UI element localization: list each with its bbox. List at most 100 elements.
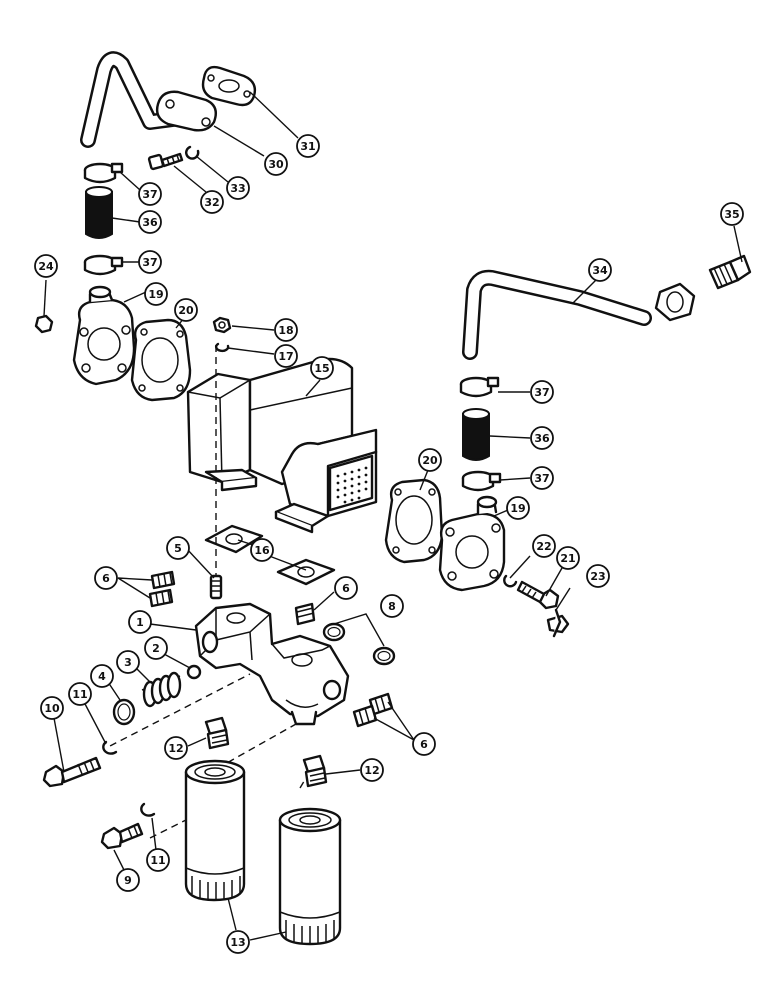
callout-8[interactable]: 8 bbox=[380, 594, 404, 618]
callout-4[interactable]: 4 bbox=[90, 664, 114, 688]
callout-19-left[interactable]: 19 bbox=[144, 282, 168, 306]
end-cover-right bbox=[438, 495, 506, 592]
callout-6-upper-left[interactable]: 6 bbox=[94, 566, 118, 590]
svg-text:11: 11 bbox=[72, 688, 87, 701]
svg-text:2: 2 bbox=[152, 642, 160, 655]
svg-text:30: 30 bbox=[268, 158, 284, 171]
callout-31[interactable]: 31 bbox=[296, 134, 320, 158]
svg-text:20: 20 bbox=[178, 304, 194, 317]
callout-19-right[interactable]: 19 bbox=[506, 496, 530, 520]
callout-21[interactable]: 21 bbox=[556, 546, 580, 570]
callout-37-upper-left[interactable]: 37 bbox=[138, 182, 162, 206]
callout-6-upper-right[interactable]: 6 bbox=[334, 576, 358, 600]
flange-gasket bbox=[201, 65, 257, 107]
callout-35[interactable]: 35 bbox=[720, 202, 744, 226]
cooler-base-gasket-right bbox=[276, 558, 336, 586]
svg-text:17: 17 bbox=[278, 350, 293, 363]
stud-washer bbox=[215, 342, 230, 353]
hose-clamp-lower-right bbox=[461, 470, 502, 492]
callout-3[interactable]: 3 bbox=[116, 650, 140, 674]
callout-37-lower-right[interactable]: 37 bbox=[530, 466, 554, 490]
pipe-plug-upper-left-a bbox=[150, 570, 176, 590]
svg-text:24: 24 bbox=[38, 260, 54, 273]
callout-22[interactable]: 22 bbox=[532, 534, 556, 558]
hose-clamp-upper-left bbox=[83, 162, 124, 184]
callout-5[interactable]: 5 bbox=[166, 536, 190, 560]
o-ring-upper bbox=[322, 622, 346, 642]
callout-36-left[interactable]: 36 bbox=[138, 210, 162, 234]
callout-18[interactable]: 18 bbox=[274, 318, 298, 342]
svg-text:37: 37 bbox=[142, 256, 157, 269]
pipe-plug-lower-b bbox=[352, 704, 378, 728]
svg-text:36: 36 bbox=[142, 216, 158, 229]
svg-text:36: 36 bbox=[534, 432, 550, 445]
leader-lines bbox=[43, 91, 743, 941]
svg-text:13: 13 bbox=[230, 936, 245, 949]
hex-nut bbox=[212, 316, 232, 334]
connector-fitting bbox=[708, 254, 752, 290]
callout-6-lower[interactable]: 6 bbox=[412, 732, 436, 756]
svg-text:19: 19 bbox=[510, 502, 525, 515]
filter-nipple-right bbox=[302, 754, 328, 788]
relief-valve-spring bbox=[141, 671, 182, 708]
svg-text:8: 8 bbox=[388, 600, 396, 613]
svg-text:10: 10 bbox=[44, 702, 60, 715]
svg-text:18: 18 bbox=[278, 324, 293, 337]
callout-9[interactable]: 9 bbox=[116, 868, 140, 892]
callout-20-left[interactable]: 20 bbox=[174, 298, 198, 322]
svg-text:12: 12 bbox=[168, 742, 183, 755]
rubber-hose-left bbox=[85, 186, 113, 239]
oil-filter-right bbox=[278, 807, 342, 946]
inlet-pipe bbox=[80, 51, 188, 148]
svg-text:1: 1 bbox=[136, 616, 144, 629]
callout-24[interactable]: 24 bbox=[34, 254, 58, 278]
callout-23[interactable]: 23 bbox=[586, 564, 610, 588]
svg-text:32: 32 bbox=[204, 196, 219, 209]
svg-text:6: 6 bbox=[420, 738, 428, 751]
end-gasket-left bbox=[130, 318, 192, 402]
callout-37-upper-right[interactable]: 37 bbox=[530, 380, 554, 404]
callout-37-lower-left[interactable]: 37 bbox=[138, 250, 162, 274]
callout-33[interactable]: 33 bbox=[226, 176, 250, 200]
callout-32[interactable]: 32 bbox=[200, 190, 224, 214]
callout-12-right[interactable]: 12 bbox=[360, 758, 384, 782]
svg-text:37: 37 bbox=[534, 386, 549, 399]
oil-cooler bbox=[186, 357, 378, 534]
callouts: 31 30 33 32 37 36 37 24 19 20 18 17 15 3… bbox=[34, 134, 744, 954]
callout-2[interactable]: 2 bbox=[144, 636, 168, 660]
svg-text:19: 19 bbox=[148, 288, 163, 301]
callout-16[interactable]: 16 bbox=[250, 538, 274, 562]
filter-nipple-left bbox=[204, 716, 230, 750]
pipe-plug bbox=[34, 314, 54, 334]
tube-nut bbox=[654, 282, 696, 322]
callout-20-right[interactable]: 20 bbox=[418, 448, 442, 472]
hose-clamp-lower-left bbox=[83, 254, 124, 276]
callout-36-right[interactable]: 36 bbox=[530, 426, 554, 450]
callout-30[interactable]: 30 bbox=[264, 152, 288, 176]
filter-head bbox=[194, 602, 350, 726]
svg-text:4: 4 bbox=[98, 670, 106, 683]
rubber-hose-right bbox=[462, 408, 490, 461]
svg-text:3: 3 bbox=[124, 656, 132, 669]
callout-12-left[interactable]: 12 bbox=[164, 736, 188, 760]
lock-washer bbox=[185, 145, 200, 160]
outlet-pipe bbox=[462, 269, 652, 360]
valve-seat bbox=[112, 698, 136, 726]
o-ring-lower bbox=[372, 646, 396, 666]
cooler-base-gasket-left bbox=[204, 524, 264, 554]
callout-11-lower[interactable]: 11 bbox=[146, 848, 170, 872]
callout-17[interactable]: 17 bbox=[274, 344, 298, 368]
svg-text:12: 12 bbox=[364, 764, 379, 777]
svg-text:23: 23 bbox=[590, 570, 605, 583]
callout-1[interactable]: 1 bbox=[128, 610, 152, 634]
bolt-washer-lower bbox=[140, 802, 156, 817]
callout-34[interactable]: 34 bbox=[588, 258, 612, 282]
callout-13[interactable]: 13 bbox=[226, 930, 250, 954]
mounting-stud bbox=[209, 574, 223, 600]
callout-11-upper[interactable]: 11 bbox=[68, 682, 92, 706]
oil-filter-left bbox=[184, 759, 246, 902]
svg-text:31: 31 bbox=[300, 140, 315, 153]
callout-10[interactable]: 10 bbox=[40, 696, 64, 720]
hose-clamp-upper-right bbox=[459, 376, 500, 398]
callout-15[interactable]: 15 bbox=[310, 356, 334, 380]
